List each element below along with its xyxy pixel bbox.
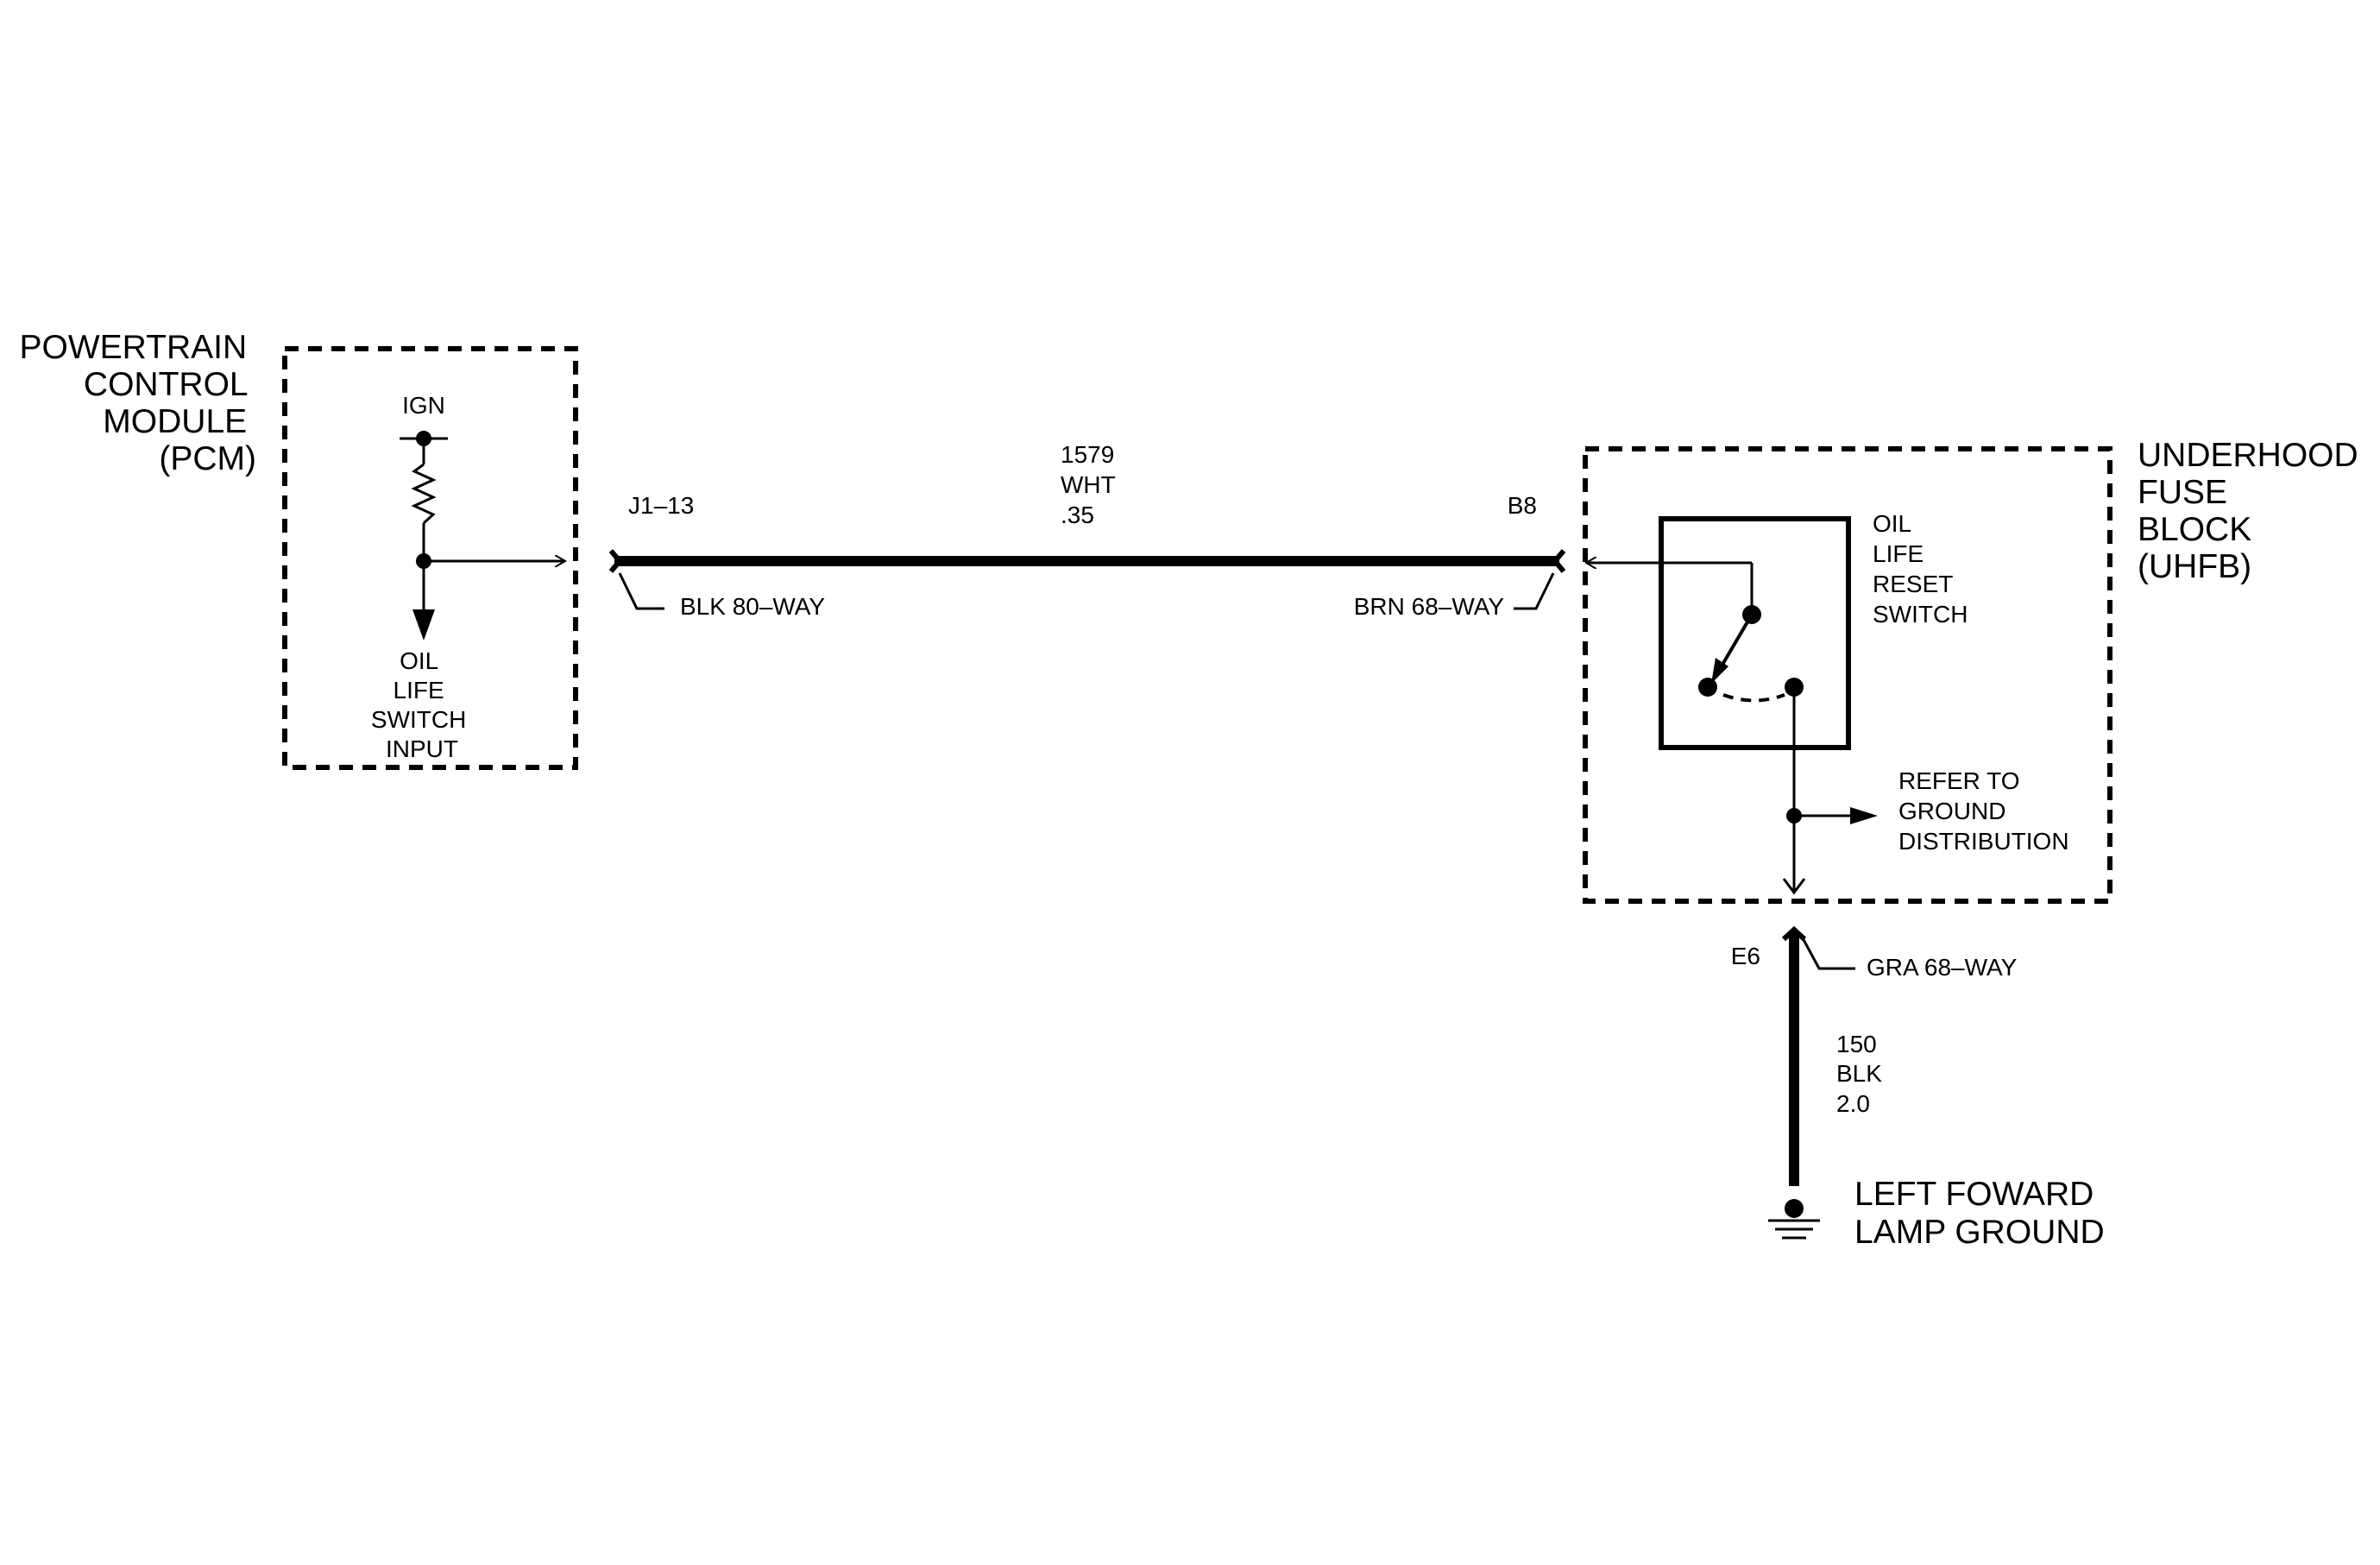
ground-node — [1785, 1199, 1804, 1218]
pcm-name-line: (PCM) — [159, 440, 256, 477]
input-arrow-icon — [412, 609, 435, 641]
uhfb-name: UNDERHOOD FUSE BLOCK (UHFB) — [2138, 437, 2368, 585]
uhfb-exit-arrow-icon — [1782, 878, 1806, 895]
wire-150-gauge: 2.0 — [1836, 1090, 1870, 1117]
oil-life-reset-switch-label: OIL LIFE RESET SWITCH — [1873, 510, 1968, 628]
wire-1579-gauge: .35 — [1061, 502, 1094, 528]
pull-up-resistor — [411, 463, 437, 525]
input-label-line: OIL — [400, 647, 438, 674]
input-label-line: SWITCH — [371, 706, 466, 733]
wire-150: E6 GRA 68–WAY 150 BLK 2.0 — [1731, 925, 2018, 1186]
wire-150-color: BLK — [1836, 1060, 1882, 1087]
pin-b8: B8 — [1508, 492, 1537, 519]
connector-j1-symbol — [608, 549, 623, 573]
ground-name-line: LEFT FOWARD — [1854, 1176, 2094, 1213]
wire-150-circuit: 150 — [1836, 1031, 1877, 1057]
pcm-name: POWERTRAIN CONTROL MODULE (PCM) — [20, 329, 256, 477]
uhfb-name-line: BLOCK — [2138, 511, 2251, 548]
switch-contact-left — [1698, 678, 1717, 697]
uhfb-dashed-box — [1583, 446, 2112, 904]
pcm-name-line: CONTROL — [84, 366, 248, 403]
left-connector-leader — [618, 572, 664, 610]
refer-to-ground-distribution-label: REFER TO GROUND DISTRIBUTION — [1898, 767, 2069, 855]
ground-symbol-icon — [1768, 1219, 1820, 1240]
ref-label-line: REFER TO — [1898, 767, 2020, 794]
ref-label-line: GROUND — [1898, 798, 2005, 824]
ground-connector-leader — [1799, 934, 1855, 970]
switch-blade — [1718, 613, 1754, 671]
switch-label-line: SWITCH — [1873, 601, 1968, 628]
ground-connector-label: GRA 68–WAY — [1867, 954, 2018, 981]
pcm-name-line: POWERTRAIN — [20, 329, 248, 366]
switch-label-line: OIL — [1873, 510, 1911, 537]
wire-1579: J1–13 B8 1579 WHT .35 BLK 80–WAY BRN 68–… — [608, 441, 1566, 620]
uhfb-name-line: UNDERHOOD — [2138, 437, 2358, 474]
connector-b8-symbol — [1552, 549, 1566, 573]
input-label-line: INPUT — [386, 735, 458, 762]
switch-blade-arrow-icon — [1711, 658, 1728, 684]
wire-1579-circuit: 1579 — [1061, 441, 1114, 468]
pcm-name-line: MODULE — [103, 403, 247, 440]
pcm-dashed-box — [282, 346, 578, 770]
right-connector-leader — [1514, 572, 1555, 610]
pcm-module: POWERTRAIN CONTROL MODULE (PCM) IGN OIL … — [20, 329, 578, 770]
ref-label-line: DISTRIBUTION — [1898, 828, 2069, 855]
wire-1579-color: WHT — [1061, 471, 1116, 498]
right-connector-label: BRN 68–WAY — [1354, 593, 1505, 620]
input-label-line: LIFE — [394, 677, 444, 704]
ground-name: LEFT FOWARD LAMP GROUND — [1854, 1176, 2105, 1251]
uhfb-name-line: (UHFB) — [2138, 548, 2251, 585]
uhfb-name-line: FUSE — [2138, 474, 2227, 511]
ign-label: IGN — [402, 392, 445, 419]
ground-distribution-arrow-icon — [1850, 807, 1878, 824]
pin-j1-13: J1–13 — [628, 492, 694, 519]
pin-e6: E6 — [1731, 943, 1760, 969]
switch-box — [1659, 516, 1851, 750]
switch-label-line: RESET — [1873, 571, 1953, 597]
switch-mechanical-link — [1722, 693, 1785, 703]
ground-name-line: LAMP GROUND — [1854, 1214, 2105, 1251]
switch-label-line: LIFE — [1873, 540, 1924, 567]
left-forward-lamp-ground: LEFT FOWARD LAMP GROUND — [1768, 1176, 2105, 1251]
oil-life-switch-input-label: OIL LIFE SWITCH INPUT — [371, 647, 473, 762]
left-connector-label: BLK 80–WAY — [680, 593, 825, 620]
uhfb-module: UNDERHOOD FUSE BLOCK (UHFB) OIL LIFE RES… — [1583, 437, 2368, 904]
